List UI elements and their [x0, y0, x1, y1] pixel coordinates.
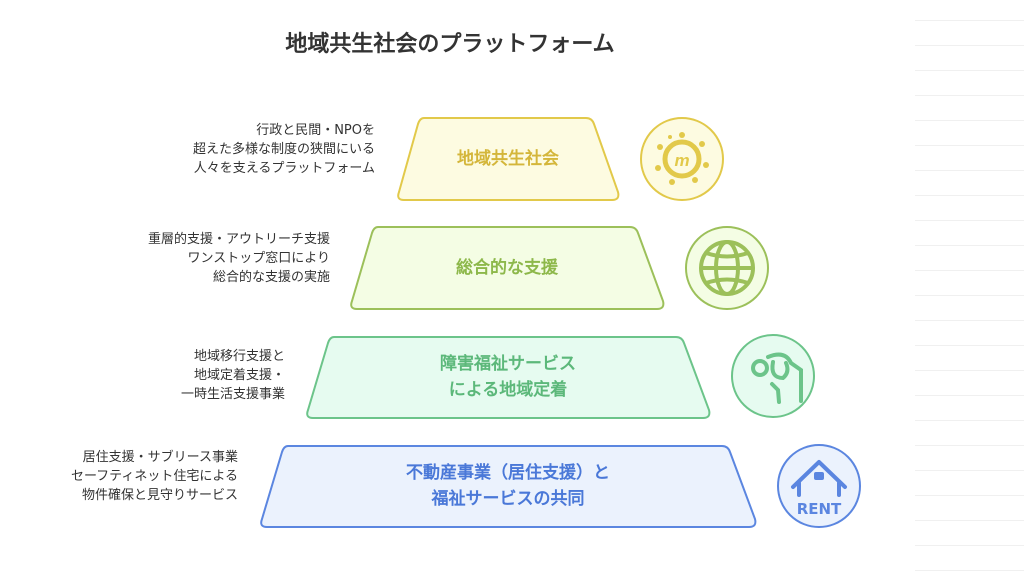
level-1: m: [397, 117, 724, 201]
rule-line: [915, 520, 1024, 521]
svg-text:m: m: [674, 151, 689, 170]
level-4-label: 不動産事業（居住支援）と 福祉サービスの共同: [260, 460, 756, 512]
level-4-label-line: 不動産事業（居住支援）と: [406, 463, 610, 483]
desc-line: 超えた多様な制度の狭間にいる: [192, 142, 375, 157]
desc-line: ワンストップ窓口により: [187, 251, 330, 266]
rule-line: [915, 20, 1024, 21]
desc-line: 人々を支えるプラットフォーム: [193, 161, 375, 176]
trapezoid-level-4: [260, 445, 757, 528]
rule-line: [915, 345, 1024, 346]
rent-house-icon: RENT: [777, 444, 861, 528]
community-icon: m: [640, 117, 724, 201]
trapezoid-level-1: [397, 117, 620, 201]
desc-line: 重層的支援・アウトリーチ支援: [147, 232, 330, 247]
rule-line: [915, 95, 1024, 96]
rule-line: [915, 270, 1024, 271]
rule-line: [915, 570, 1024, 571]
background-lines: [915, 0, 1024, 575]
level-3-label-line: による地域定着: [448, 380, 568, 400]
desc-line: 総合的な支援の実施: [212, 270, 330, 285]
level-3-description: 地域移行支援と 地域定着支援・ 一時生活支援事業: [181, 347, 285, 404]
desc-line: 地域定着支援・: [193, 368, 285, 383]
rule-line: [915, 170, 1024, 171]
rule-line: [915, 145, 1024, 146]
rule-line: [915, 370, 1024, 371]
rule-line: [915, 395, 1024, 396]
rule-line: [915, 195, 1024, 196]
rule-line: [915, 45, 1024, 46]
desc-line: 物件確保と見守りサービス: [81, 488, 238, 503]
level-3: [306, 334, 815, 419]
rule-line: [915, 320, 1024, 321]
rule-line: [915, 420, 1024, 421]
level-1-label: 地域共生社会: [457, 149, 559, 169]
level-3-label: 障害福祉サービス による地域定着: [306, 351, 710, 403]
level-1-description: 行政と民間・NPOを 超えた多様な制度の狭間にいる 人々を支えるプラットフォーム: [193, 121, 375, 178]
rule-line: [915, 295, 1024, 296]
rule-line: [915, 220, 1024, 221]
level-4: RENT: [260, 444, 861, 528]
title-text: 地域共生社会のプラットフォーム: [285, 32, 615, 57]
level-3-label-line: 障害福祉サービス: [440, 354, 576, 374]
rule-line: [915, 245, 1024, 246]
rule-line: [915, 120, 1024, 121]
trapezoid-level-2: [350, 226, 665, 310]
desc-line: 行政と民間・NPOを: [256, 123, 375, 138]
rent-label: RENT: [797, 500, 842, 518]
desc-line: 地域移行支援と: [193, 349, 285, 364]
level-4-label-line: 福祉サービスの共同: [431, 489, 585, 509]
rule-line: [915, 545, 1024, 546]
desc-line: セーフティネット住宅による: [70, 469, 238, 484]
hand-flower-icon: [731, 334, 815, 418]
level-4-description: 居住支援・サブリース事業 セーフティネット住宅による 物件確保と見守りサービス: [71, 448, 238, 505]
trapezoid-level-3: [306, 336, 711, 419]
rule-line: [915, 470, 1024, 471]
rule-line: [915, 495, 1024, 496]
globe-icon: [685, 226, 769, 310]
diagram-title: 地域共生社会のプラットフォーム: [0, 26, 900, 58]
desc-line: 居住支援・サブリース事業: [82, 450, 238, 465]
desc-line: 一時生活支援事業: [180, 387, 285, 402]
rule-line: [915, 445, 1024, 446]
level-2-label: 総合的な支援: [456, 258, 558, 278]
level-2-description: 重層的支援・アウトリーチ支援 ワンストップ窓口により 総合的な支援の実施: [148, 230, 330, 287]
level-2: [350, 226, 769, 310]
rule-line: [915, 70, 1024, 71]
